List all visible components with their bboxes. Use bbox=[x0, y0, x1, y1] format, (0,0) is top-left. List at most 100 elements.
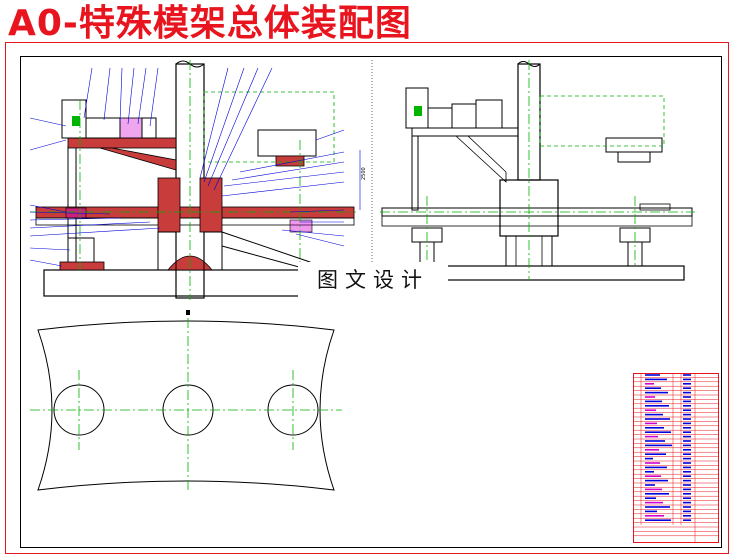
left-support-foot bbox=[59, 261, 105, 271]
arm-brace bbox=[99, 147, 177, 171]
parts-list-entry bbox=[645, 405, 669, 407]
outer-border bbox=[5, 42, 729, 554]
parts-list-entry bbox=[645, 396, 655, 398]
parts-list-qty bbox=[683, 506, 691, 508]
plan-marker bbox=[186, 310, 190, 315]
parts-list-entry bbox=[645, 449, 659, 451]
dimension-text: 2500 bbox=[361, 167, 367, 180]
parts-list-qty bbox=[683, 435, 691, 438]
parts-list-qty bbox=[683, 475, 691, 477]
hub-lower-left bbox=[157, 231, 177, 271]
drawing-title: A0-特殊模架总体装配图 bbox=[8, 3, 412, 44]
side-turntable-lower bbox=[381, 215, 693, 227]
parts-list-qty bbox=[683, 471, 691, 473]
parts-list-qty bbox=[683, 409, 691, 411]
parts-list-qty bbox=[683, 449, 691, 451]
parts-list-qty bbox=[683, 383, 691, 385]
parts-list-qty bbox=[683, 501, 691, 504]
parts-list-qty bbox=[683, 484, 691, 486]
parts-list-qty bbox=[683, 519, 691, 521]
lower-brace bbox=[221, 231, 311, 271]
gearbox bbox=[85, 117, 121, 139]
parts-list-entry bbox=[645, 488, 662, 491]
turntable-lower bbox=[35, 217, 355, 226]
hub-right bbox=[199, 177, 223, 233]
parts-list-qty bbox=[683, 391, 691, 394]
parts-list-qty bbox=[683, 387, 691, 389]
side-motor-hub bbox=[414, 106, 422, 116]
parts-list-entry bbox=[645, 431, 671, 433]
leader-lines bbox=[29, 67, 345, 267]
plan-centerlines bbox=[30, 318, 342, 492]
parts-list-entry bbox=[645, 387, 661, 389]
parts-list-entry bbox=[645, 435, 658, 438]
parts-list-entry bbox=[645, 510, 657, 513]
watermark: 图文设计 bbox=[298, 262, 448, 298]
upper-arm bbox=[67, 137, 177, 149]
parts-list-qty bbox=[683, 515, 691, 517]
side-bearing bbox=[475, 99, 503, 129]
parts-list-qty bbox=[683, 444, 691, 447]
parts-list-entry bbox=[645, 462, 660, 464]
side-arm bbox=[411, 127, 519, 137]
parts-list-entry bbox=[645, 457, 653, 460]
motor-hub bbox=[72, 116, 80, 126]
parts-list-entry bbox=[645, 422, 657, 425]
parts-list-entry bbox=[645, 378, 667, 381]
parts-list-entry bbox=[645, 506, 670, 508]
side-centerlines bbox=[380, 60, 695, 280]
parts-list-qty bbox=[683, 457, 691, 460]
side-post bbox=[411, 135, 419, 211]
parts-list-entry bbox=[645, 391, 668, 394]
parts-list-entry bbox=[645, 440, 665, 442]
parts-list-qty bbox=[683, 440, 691, 442]
bearing-block bbox=[141, 117, 157, 139]
parts-list-qty bbox=[683, 422, 691, 425]
parts-list-entry bbox=[645, 484, 655, 486]
parts-list-entry bbox=[645, 475, 661, 477]
parts-list-qty bbox=[683, 466, 691, 469]
parts-list-entry bbox=[645, 471, 654, 473]
side-coupling bbox=[451, 103, 477, 129]
parts-list-qty bbox=[683, 405, 691, 407]
parts-list-qty bbox=[683, 378, 691, 381]
mold-box bbox=[257, 129, 317, 157]
parts-list-qty bbox=[683, 453, 691, 455]
parts-list-qty bbox=[683, 510, 691, 513]
parts-list-qty bbox=[683, 493, 691, 495]
parts-list-qty bbox=[683, 427, 691, 429]
side-view bbox=[381, 61, 693, 281]
side-mold-cap bbox=[617, 151, 651, 163]
parts-list-entry bbox=[645, 413, 663, 416]
mold-plate-outline bbox=[37, 320, 335, 491]
parts-list-entry bbox=[645, 427, 664, 429]
parts-list-entry bbox=[645, 453, 666, 455]
parts-list-entry bbox=[645, 444, 672, 447]
parts-list-entry bbox=[645, 466, 667, 469]
side-mold bbox=[605, 137, 663, 153]
parts-list-entry bbox=[645, 418, 670, 420]
parts-list-qty bbox=[683, 431, 691, 433]
parts-list-qty bbox=[683, 497, 691, 499]
plan-view bbox=[37, 310, 335, 491]
parts-list-entry bbox=[645, 501, 663, 504]
parts-list-entry bbox=[645, 383, 654, 385]
parts-list-entry bbox=[645, 515, 664, 517]
drawing-frame bbox=[20, 56, 722, 548]
parts-list-qty bbox=[683, 400, 691, 403]
parts-list-entry bbox=[645, 374, 660, 376]
hub-left bbox=[157, 177, 181, 233]
parts-list-entry bbox=[645, 479, 668, 482]
parts-list-qty bbox=[683, 462, 691, 464]
side-brace bbox=[454, 135, 507, 183]
parts-list-entry bbox=[645, 409, 656, 411]
parts-list-qty bbox=[683, 418, 691, 420]
parts-list-entry bbox=[645, 493, 669, 495]
hub-lower-right bbox=[203, 231, 223, 271]
left-support bbox=[67, 237, 95, 265]
side-gearbox bbox=[427, 107, 453, 129]
parts-list-qty bbox=[683, 488, 691, 491]
parts-list-table bbox=[633, 373, 719, 543]
parts-list-qty bbox=[683, 413, 691, 416]
